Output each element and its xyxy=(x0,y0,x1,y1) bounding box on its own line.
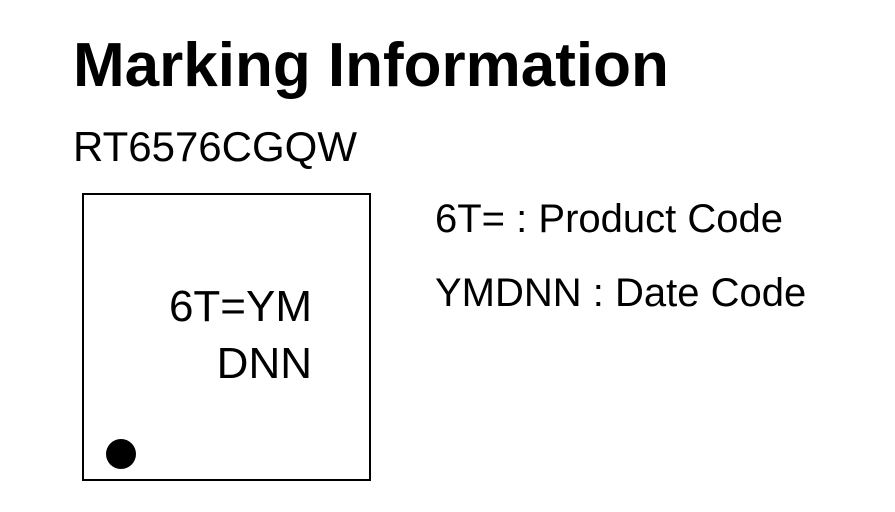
legend-meaning: Date Code xyxy=(615,271,807,315)
legend-meaning: Product Code xyxy=(538,197,783,241)
part-number: RT6576CGQW xyxy=(73,123,357,170)
marking-line-2: DNN xyxy=(216,339,312,388)
pin1-indicator-icon xyxy=(106,439,136,469)
marking-line-1: 6T=YM xyxy=(168,282,312,331)
legend-date-code: YMDNN : Date Code xyxy=(435,270,806,316)
legend-product-code: 6T= : Product Code xyxy=(435,196,783,242)
legend-code: 6T= xyxy=(435,197,506,241)
legend-separator: : xyxy=(505,197,539,241)
package-outline: 6T=YM DNN xyxy=(82,193,371,481)
legend-code: YMDNN xyxy=(435,271,582,315)
page-title: Marking Information xyxy=(73,31,669,100)
legend-separator: : xyxy=(581,271,616,315)
